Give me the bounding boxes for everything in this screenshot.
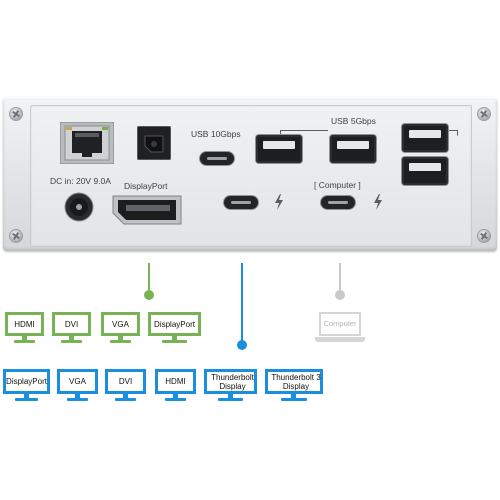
monitor-vga: VGA (101, 312, 140, 344)
thunderbolt-connection-line (241, 263, 243, 343)
screw-icon (10, 108, 22, 120)
screw-icon (478, 230, 490, 242)
computer-connection-line (339, 263, 341, 293)
monitor-displayport: DisplayPort (148, 312, 201, 344)
usb-10gbps-label: USB 10Gbps (191, 129, 241, 139)
screw-icon (478, 108, 490, 120)
ethernet-port (59, 121, 115, 165)
monitor-hdmi: HDMI (155, 369, 196, 402)
thunderbolt-icon (374, 194, 382, 210)
computer-laptop: Computer (315, 312, 365, 344)
connection-dot (144, 290, 154, 300)
thunderbolt-icon (275, 194, 283, 210)
monitor-thunderbolt-3-display: Thunderbolt 3 Display (265, 369, 323, 402)
dc-in-port (64, 192, 94, 222)
usb-5gbps-label: USB 5Gbps (331, 116, 376, 126)
computer-label: Computer (323, 319, 357, 328)
screw-icon (10, 230, 22, 242)
connection-dot (335, 290, 345, 300)
monitor-displayport: DisplayPort (3, 369, 50, 402)
monitor-hdmi: HDMI (5, 312, 44, 344)
monitor-dvi: DVI (105, 369, 146, 402)
thunderbolt-port (224, 196, 258, 209)
dc-in-label: DC in: 20V 9.0A (50, 176, 111, 186)
monitor-vga: VGA (57, 369, 98, 402)
optical-audio-port (136, 125, 172, 161)
monitor-dvi: DVI (52, 312, 91, 344)
usb-a-port (402, 157, 448, 185)
monitor-thunderbolt-display: Thunderbolt Display (204, 369, 257, 402)
displayport-port (112, 195, 182, 225)
displayport-label: DisplayPort (124, 181, 168, 191)
usb-a-port (330, 135, 376, 163)
computer-port-label: [ Computer ] (314, 180, 361, 190)
connection-dot (237, 340, 247, 350)
displayport-connection-line (148, 263, 150, 293)
usb-a-port (256, 135, 302, 163)
thunderbolt-port (321, 196, 355, 209)
usb-c-10gbps-port (200, 152, 234, 165)
usb-a-port (402, 124, 448, 152)
